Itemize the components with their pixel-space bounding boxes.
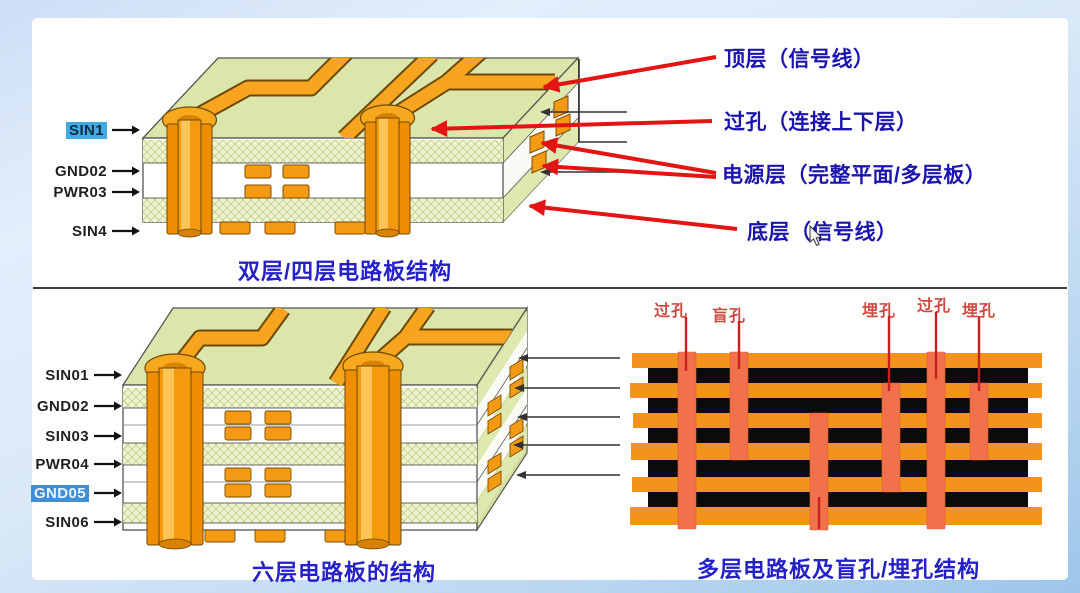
via-barrel (161, 106, 218, 238)
through-via (677, 351, 697, 530)
layer-label-sin4: SIN4 (72, 222, 107, 240)
caption-six-layer: 六层电路板的结构 (252, 560, 437, 585)
arrow-right-icon (94, 431, 122, 441)
layer-label-row: SIN03 (28, 427, 122, 445)
layer-label-row: PWR03 (40, 183, 140, 201)
arrow-right-icon (112, 166, 140, 176)
layer-label-row: GND02 (28, 397, 122, 415)
via-label-buried-1: 埋孔 (862, 303, 897, 320)
section-divider (33, 287, 1067, 289)
layer-label-gnd02: GND02 (54, 162, 107, 180)
arrow-right-icon (94, 401, 122, 411)
layer-label-gnd05: GND05 (30, 484, 89, 502)
arrow-right-icon (112, 125, 140, 135)
layer-label-gnd02: GND02 (36, 397, 89, 415)
caption-via-structure: 多层电路板及盲孔/埋孔结构 (697, 557, 981, 582)
layer-indicator-arrows (513, 354, 620, 479)
caption-four-layer: 双层/四层电路板结构 (238, 259, 453, 284)
layer-label-sin1: SIN1 (66, 121, 107, 139)
top-copper-traces (185, 58, 555, 138)
via-barrel (359, 104, 416, 238)
annotation-top-layer: 顶层（信号线） (724, 48, 875, 71)
arrow-right-icon (112, 226, 140, 236)
blind-via (729, 351, 749, 461)
layer-label-pwr04: PWR04 (35, 455, 89, 473)
layer-label-row: GND02 (40, 162, 140, 180)
arrow-right-icon (94, 370, 122, 380)
arrow-right-icon (112, 187, 140, 197)
layer-label-row: PWR04 (28, 455, 122, 473)
arrow-right-icon (94, 517, 122, 527)
layer-label-sin01: SIN01 (45, 366, 89, 384)
annotation-bottom-layer: 底层（信号线） (747, 221, 898, 244)
layer-label-row: SIN06 (28, 513, 122, 531)
inner-layer-pads-side (487, 358, 524, 493)
inner-layer-pads-front (244, 164, 310, 199)
layer-label-row: SIN01 (28, 366, 122, 384)
board-side-face (476, 305, 528, 533)
via-label-through-1: 过孔 (654, 303, 689, 320)
buried-via (969, 382, 989, 461)
bottom-trace-tabs (219, 221, 366, 235)
layer-label-sin06: SIN06 (45, 513, 89, 531)
bottom-blind-via (809, 412, 829, 531)
layer-label-row: SIN1 (40, 121, 140, 139)
via-columns (677, 351, 989, 531)
buried-via (881, 382, 901, 493)
arrow-right-icon (94, 459, 122, 469)
via-barrel (144, 353, 206, 550)
via-barrel (342, 351, 404, 550)
layer-label-sin03: SIN03 (45, 427, 89, 445)
via-label-blind: 盲孔 (712, 308, 747, 325)
annotation-power-layer: 电源层（完整平面/多层板） (722, 164, 987, 187)
arrow-right-icon (94, 488, 122, 498)
bottom-trace-tabs (204, 529, 356, 543)
layer-label-row: GND05 (28, 484, 122, 502)
through-via (926, 351, 946, 530)
inner-layer-pads-front (224, 410, 292, 498)
six-layer-board-illustration (121, 305, 620, 550)
via-label-buried-2: 埋孔 (962, 303, 997, 320)
layer-label-pwr03: PWR03 (53, 183, 107, 201)
annotation-via: 过孔（连接上下层） (724, 111, 918, 134)
via-label-through-2: 过孔 (917, 298, 952, 315)
layer-label-row: SIN4 (40, 222, 140, 240)
via-cross-section-illustration (630, 351, 1042, 531)
